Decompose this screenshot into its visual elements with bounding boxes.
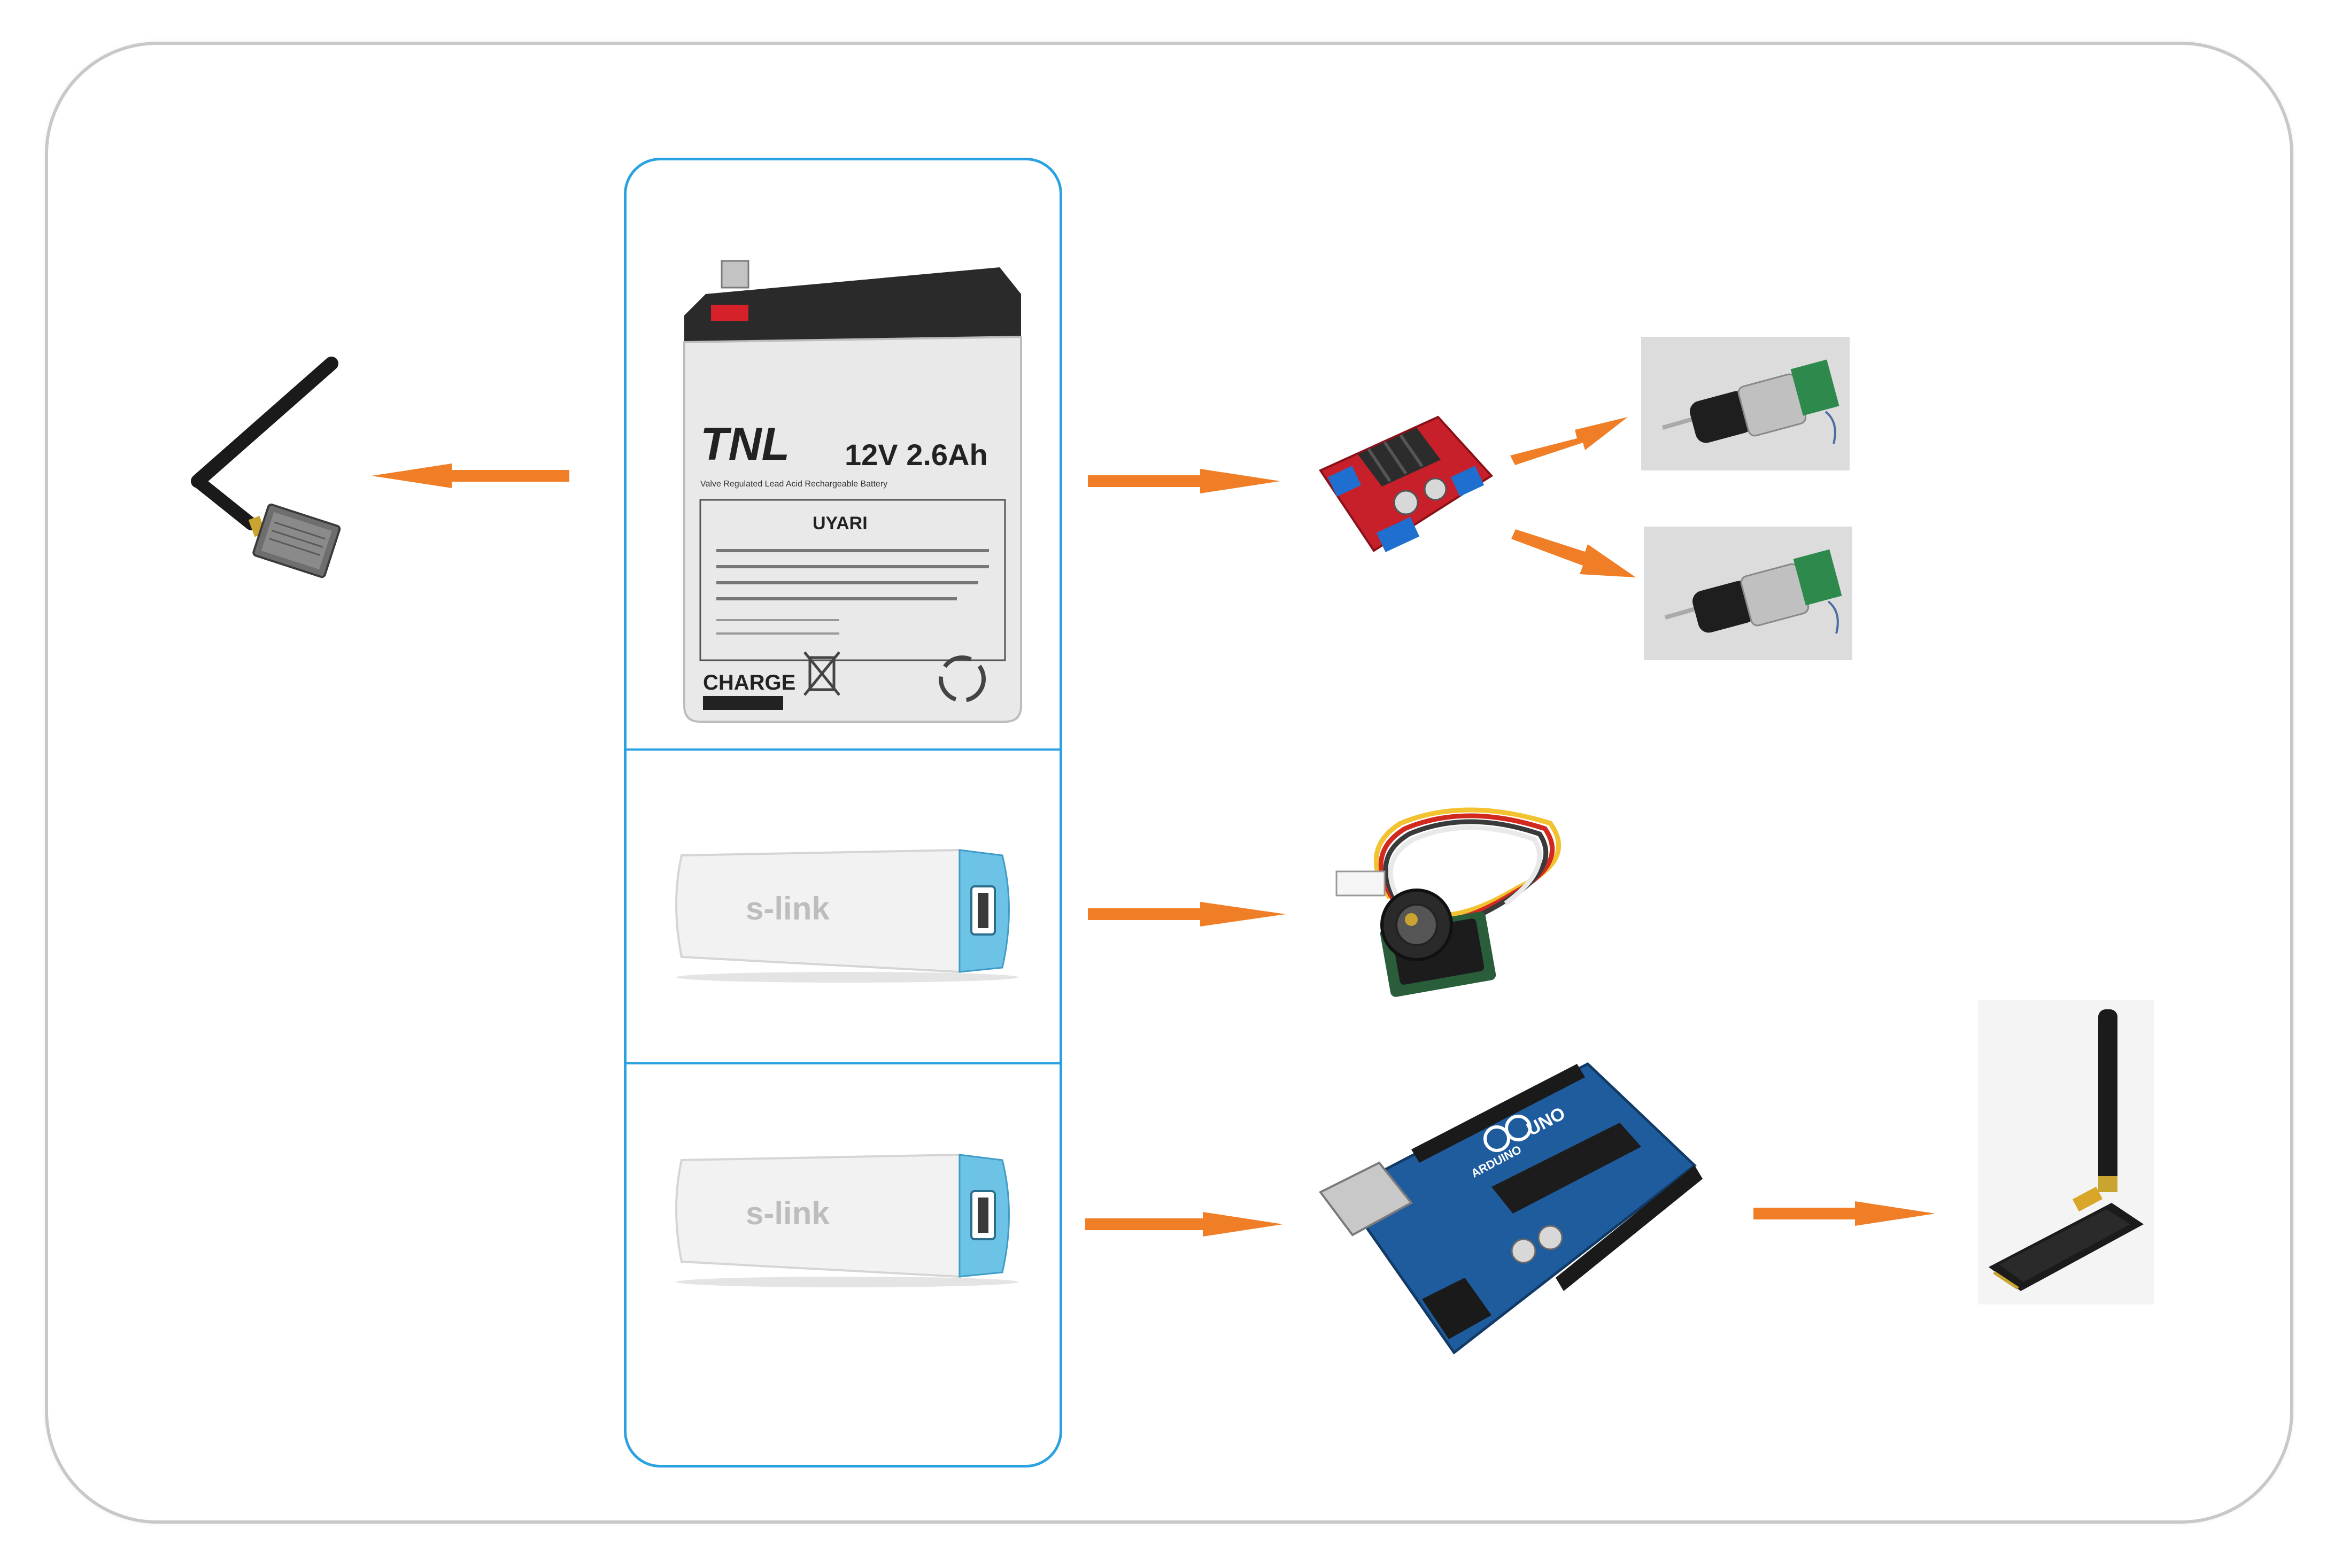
arrow-icon — [1508, 412, 1630, 473]
arduino-uno-icon: UNO ARDUINO — [1318, 1048, 1716, 1369]
battery-rating: 12V 2.6Ah — [845, 438, 988, 472]
power-box-divider — [624, 1062, 1062, 1064]
motor-driver-icon — [1310, 396, 1502, 556]
dc-motor-icon — [1641, 337, 1850, 470]
power-box-divider — [624, 748, 1062, 751]
power-bank-brand: s-link — [746, 891, 830, 926]
power-bank-icon: s-link — [660, 839, 1034, 984]
arrow-icon — [372, 462, 569, 492]
arrow-icon — [1085, 1211, 1283, 1240]
power-sources-box — [624, 158, 1062, 1467]
rf-module-icon — [1978, 1000, 2154, 1304]
dc-motor-icon — [1644, 527, 1852, 660]
arrow-icon — [1088, 468, 1280, 497]
power-bank-brand: s-link — [746, 1195, 830, 1231]
camera-icon — [1326, 791, 1582, 1005]
battery-brand: TNL — [700, 419, 790, 470]
arrow-icon — [1753, 1200, 1935, 1230]
battery-charge-label: CHARGE — [703, 671, 795, 694]
power-bank-icon: s-link — [660, 1144, 1034, 1288]
arrow-icon — [1510, 529, 1638, 585]
battery-type-line: Valve Regulated Lead Acid Rechargeable B… — [700, 480, 887, 489]
battery-icon: TNL 12V 2.6Ah Valve Regulated Lead Acid … — [679, 251, 1026, 727]
battery-warning-title: UYARI — [813, 513, 868, 534]
diagram-frame — [45, 42, 2293, 1524]
arrow-icon — [1088, 901, 1286, 930]
video-transmitter-icon — [171, 347, 353, 578]
